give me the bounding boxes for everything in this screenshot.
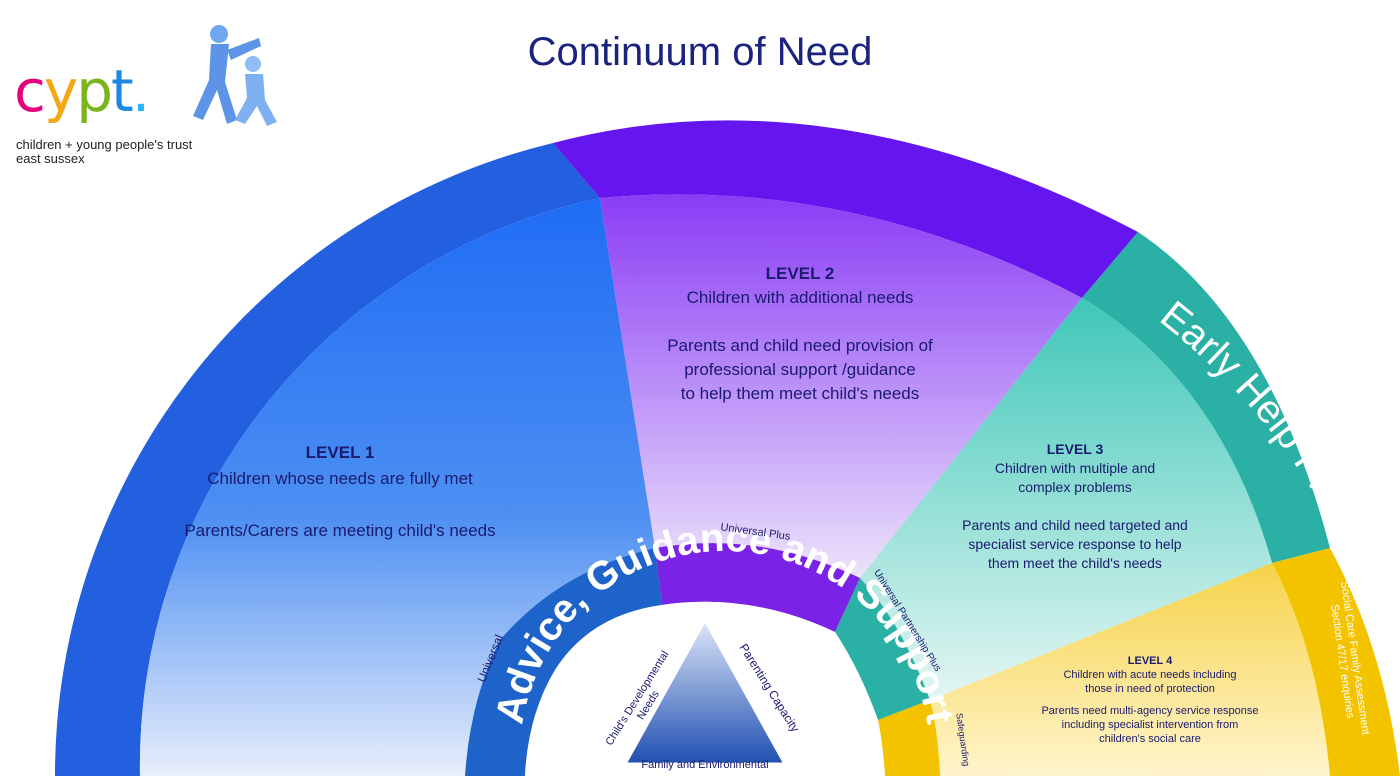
logo-subtitle: children + young people's trust east sus… <box>16 138 192 166</box>
level3-line4: specialist service response to help <box>968 536 1182 552</box>
level1-text: LEVEL 1 Children whose needs are fully m… <box>140 440 540 544</box>
level3-line2: complex problems <box>1018 479 1132 495</box>
level2-text: LEVEL 2 Children with additional needs P… <box>590 262 1010 406</box>
level4-line2: those in need of protection <box>1085 683 1215 695</box>
level2-line3: professional support /guidance <box>684 360 916 379</box>
level1-heading: LEVEL 1 <box>305 443 375 462</box>
level1-outer-band <box>54 143 600 776</box>
assessment-triangle <box>622 616 788 766</box>
triangle-bottom-label: Family and Environmental <box>641 759 768 771</box>
ring-segment-purple <box>655 543 860 632</box>
level4-line4: including specialist intervention from <box>1061 719 1239 731</box>
level2-heading: LEVEL 2 <box>765 264 835 283</box>
ring-segment-yellow <box>878 700 940 776</box>
level2-outer-band <box>553 120 1138 299</box>
level4-outer-band <box>1272 548 1400 776</box>
level4-line1: Children with acute needs including <box>1063 669 1237 681</box>
level4-sector <box>930 563 1330 776</box>
level1-line2: Parents/Carers are meeting child's needs <box>184 521 496 540</box>
level3-line1: Children with multiple and <box>994 460 1156 476</box>
ring-segment-teal <box>835 578 930 720</box>
logo-subtitle-line2: east sussex <box>16 151 85 166</box>
level3-line3: Parents and child need targeted and <box>962 517 1188 533</box>
level4-line3: Parents need multi-agency service respon… <box>1041 705 1259 717</box>
level1-sector <box>139 198 655 776</box>
level4-heading: LEVEL 4 <box>1127 655 1173 667</box>
level3-text: LEVEL 3 Children with multiple and compl… <box>905 440 1245 573</box>
level3-line5: them meet the child's needs <box>988 555 1162 571</box>
logo-subtitle-line1: children + young people's trust <box>16 137 193 152</box>
page-title: Continuum of Need <box>527 30 873 74</box>
logo-wordmark: cypt. <box>14 57 150 125</box>
level2-line4: to help them meet child's needs <box>680 384 920 403</box>
level3-outer-band <box>1082 232 1330 563</box>
children-figures-icon <box>193 25 277 126</box>
level2-line1: Children with additional needs <box>686 288 914 307</box>
level4-line5: children's social care <box>1099 733 1201 745</box>
level3-heading: LEVEL 3 <box>1046 441 1104 457</box>
ring-segment-blue <box>465 548 662 776</box>
cypt-logo: cypt. children + young people's trust ea… <box>14 20 277 180</box>
level4-text: LEVEL 4 Children with acute needs includ… <box>1000 654 1300 746</box>
level3-sector <box>860 298 1272 700</box>
level1-line1: Children whose needs are fully met <box>207 469 473 488</box>
level2-line2: Parents and child need provision of <box>667 336 933 355</box>
level2-sector <box>600 194 1082 578</box>
